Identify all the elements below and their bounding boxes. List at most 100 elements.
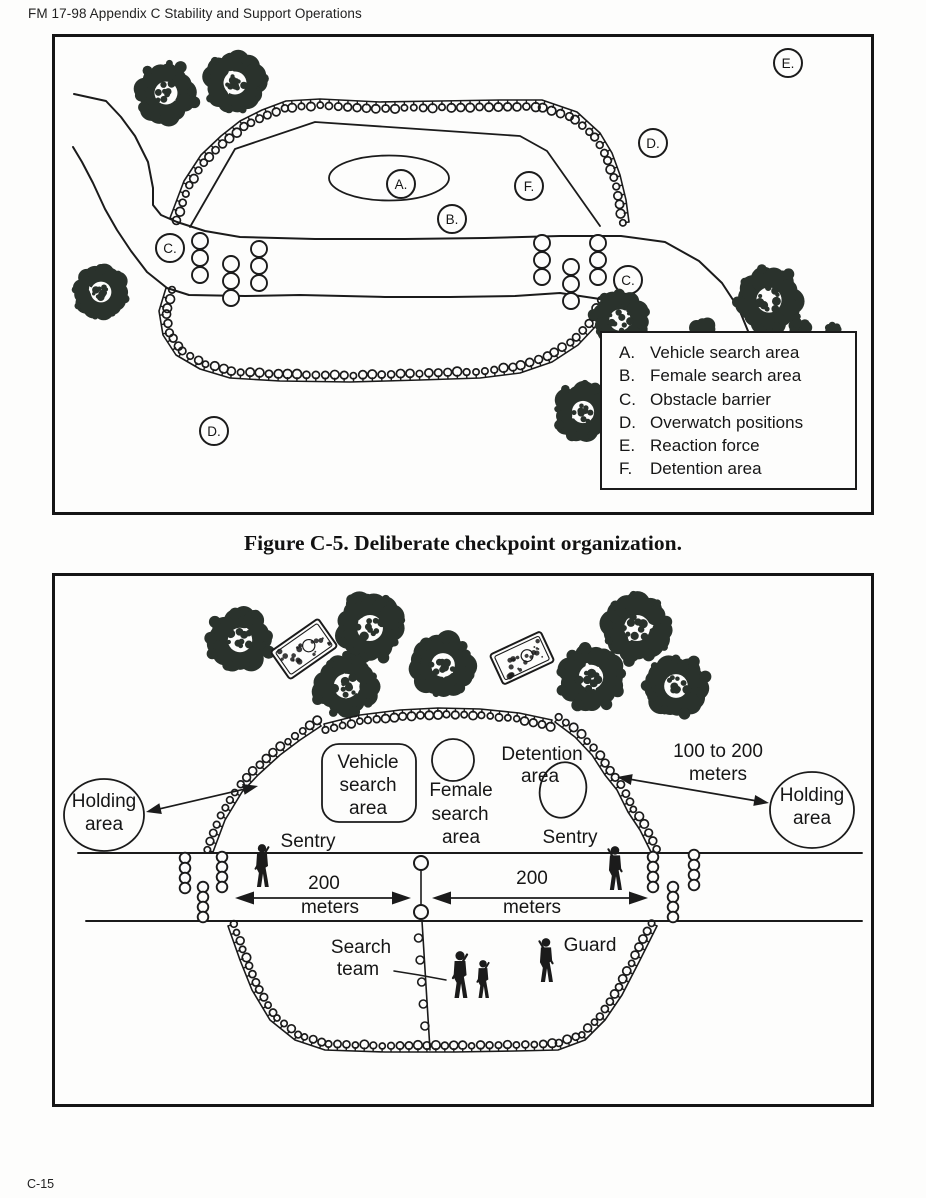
obstacle-drum <box>562 258 580 276</box>
tree-dot <box>625 631 631 637</box>
tree-dot <box>234 639 242 647</box>
wire-loop <box>490 365 499 375</box>
vehicle-speckle <box>537 647 540 650</box>
arrow-shaft <box>156 787 248 811</box>
wire-loop <box>282 368 293 380</box>
legend-text: Vehicle search area <box>650 343 800 362</box>
vehicle-speckle <box>298 643 303 648</box>
tree-dot <box>366 618 373 624</box>
tree-spike <box>258 73 269 84</box>
search-area-oval <box>328 154 450 202</box>
label-search-team: Search <box>331 937 391 958</box>
tree-icon <box>133 59 201 127</box>
tree-spike <box>699 670 712 683</box>
label-detention: Detention <box>501 744 582 765</box>
figure1-caption: Figure C-5. Deliberate checkpoint organi… <box>244 531 682 555</box>
legend-item: C. Obstacle barrier <box>619 388 855 411</box>
tree-dot <box>225 82 230 87</box>
wire-loop <box>614 982 624 992</box>
tree-spike <box>251 609 261 619</box>
arrow-head <box>617 774 633 785</box>
wire-loop <box>324 101 334 111</box>
tree-dot <box>574 675 584 685</box>
tree-spike <box>78 271 89 282</box>
wire-loop <box>245 367 256 378</box>
wire-loop <box>297 102 306 111</box>
gate-drum <box>413 904 429 920</box>
vehicle-speckle <box>310 640 315 644</box>
tree-spike <box>204 72 212 80</box>
obstacle-drum <box>250 257 268 275</box>
soldier-body <box>256 853 269 887</box>
wire-loop <box>203 845 212 854</box>
wire-loop <box>420 1021 430 1031</box>
wire-loop <box>254 367 265 378</box>
wire-loop <box>225 795 235 805</box>
tree-dot <box>342 691 349 698</box>
tree-lobe <box>682 667 704 689</box>
wire-loop <box>251 977 261 987</box>
wire-loop <box>589 743 598 752</box>
obstacle-drum <box>666 910 680 924</box>
wire-loop <box>287 102 298 113</box>
wire-loop <box>647 919 656 928</box>
wire-loop <box>605 164 616 175</box>
obstacle-drum <box>178 871 192 885</box>
wire-loop <box>208 828 218 838</box>
wire-loop <box>600 1004 610 1014</box>
wire-loop <box>600 758 610 768</box>
wire-loop <box>570 114 581 125</box>
wire-loop <box>217 139 228 149</box>
wire-loop <box>642 926 652 936</box>
wire-loop <box>477 711 486 720</box>
tree-icon <box>71 263 130 321</box>
wire-loop <box>370 103 381 114</box>
wire-loop <box>161 309 172 320</box>
tree-spike <box>397 616 406 624</box>
wire-loop <box>381 103 391 113</box>
legend-item: D. Overwatch positions <box>619 411 855 434</box>
wire-loop <box>562 1034 573 1045</box>
page-number: C-15 <box>27 1177 55 1191</box>
wire-loop <box>524 357 535 368</box>
search-team-pointer <box>393 970 447 981</box>
wire-loop <box>612 182 621 191</box>
tree-dot <box>626 311 631 316</box>
tree-spike <box>671 654 681 664</box>
wire-loop <box>352 102 362 113</box>
wire-loop <box>359 1039 370 1050</box>
wire-loop <box>625 797 635 807</box>
tree-spike <box>640 307 650 317</box>
wire-loop <box>377 370 387 380</box>
legend-item: B. Female search area <box>619 364 855 387</box>
wire-loop <box>349 371 358 380</box>
tree-spike <box>659 705 670 715</box>
vehicle-speckle <box>327 642 332 646</box>
wire-loop <box>630 950 640 960</box>
wire-loop <box>533 354 544 365</box>
wire-loop <box>595 1012 605 1021</box>
tree-spike <box>589 382 601 395</box>
tree-dot <box>449 666 456 672</box>
tree-spike <box>556 667 566 677</box>
wire-loop <box>361 103 372 114</box>
wire-loop <box>615 208 626 219</box>
label-guard: Guard <box>564 935 617 956</box>
tree-spike <box>640 680 652 692</box>
label-search-team: team <box>337 959 379 980</box>
legend-text: Detention area <box>650 459 762 479</box>
vehicle-speckle <box>535 638 540 644</box>
wire-loop <box>254 985 264 995</box>
tree-dot <box>587 409 594 416</box>
tree-spike <box>604 636 613 645</box>
wire-loop <box>284 737 292 746</box>
wire-loop <box>554 1038 564 1048</box>
tree-dot <box>621 322 627 328</box>
wire-loop <box>186 351 195 361</box>
tree-spike <box>363 698 373 708</box>
marker-f: F. <box>514 171 544 201</box>
tree-spike <box>346 594 358 606</box>
wire-loop <box>609 172 619 183</box>
tree-dot <box>571 410 577 416</box>
arrow-head <box>629 891 648 905</box>
